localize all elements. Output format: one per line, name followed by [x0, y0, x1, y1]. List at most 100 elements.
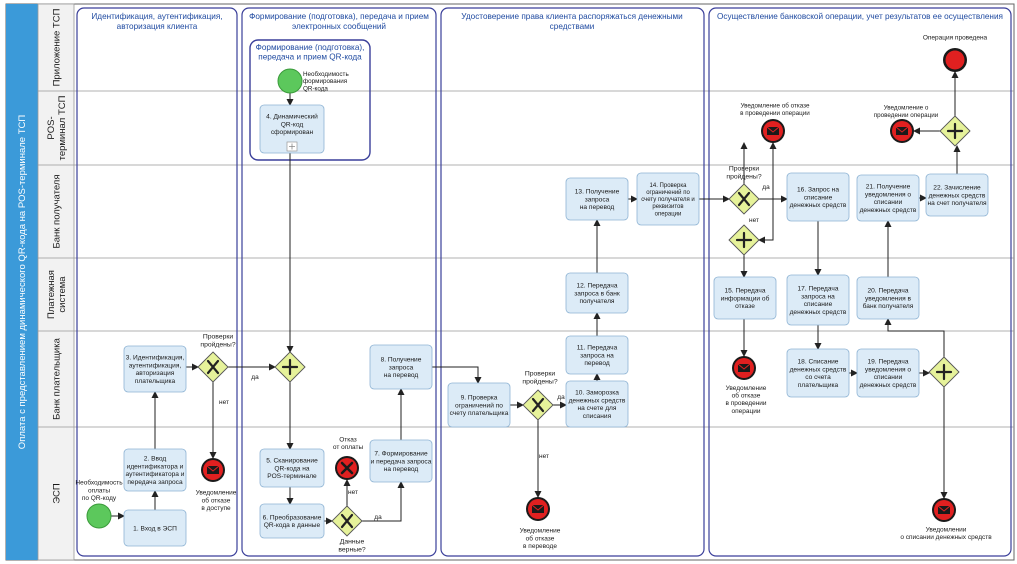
lane-header-column: [37, 3, 75, 561]
lane-label-recv: Банк получателя: [52, 175, 63, 249]
flow-label-yes-4: да: [374, 514, 382, 521]
end-event-done-app: [943, 48, 967, 72]
task-label: 3. Идентификация,аутентификация,авториза…: [126, 355, 185, 385]
start-event-esp: [86, 503, 112, 529]
gateway-exclusive-gx2: [331, 505, 363, 537]
svg-text:ЭСП: ЭСП: [52, 483, 63, 504]
svg-text:Банк плательщика: Банк плательщика: [52, 337, 63, 420]
task-t1: 1. Вход в ЭСП: [123, 509, 187, 547]
gateway-exclusive-gx4: [728, 183, 760, 215]
flow-25: [758, 199, 774, 244]
envelope-icon: [896, 127, 908, 135]
lane-label-esp: ЭСП: [52, 483, 63, 504]
phase-title-1: Идентификация, аутентификация,авторизаци…: [91, 12, 222, 31]
flow-label-yes-6: да: [557, 394, 565, 401]
qr-subprocess-title: Формирование (подготовка),передача и при…: [256, 43, 365, 62]
svg-text:POS-терминал ТСП: POS-терминал ТСП: [46, 95, 68, 160]
task-label: 1. Вход в ЭСП: [133, 525, 177, 532]
flow-label-yes-1: да: [251, 374, 259, 381]
envelope-icon: [207, 466, 219, 474]
pool-header: [6, 4, 38, 560]
phase-frames: [76, 7, 1012, 557]
envelope-icon: [938, 506, 950, 514]
lane-separators: [38, 90, 1014, 428]
flow-15: [432, 366, 482, 384]
gateway-parallel-gp4: [928, 356, 960, 388]
phase-title-4: Осуществление банковской операции, учет …: [717, 12, 1003, 21]
end-event-transfer-denied: [526, 497, 550, 521]
svg-text:Банк получателя: Банк получателя: [52, 175, 63, 249]
envelope-icon: [532, 505, 544, 513]
svg-text:Платежнаясистема: Платежнаясистема: [46, 270, 68, 319]
qr-subprocess-frame: [249, 39, 371, 161]
lane-label-payer: Банк плательщика: [52, 337, 63, 420]
gateway-parallel-gp2: [728, 224, 760, 256]
phase-title-2: Формирование (подготовка), передача и пр…: [249, 12, 429, 31]
gateway-parallel-gp3: [939, 115, 971, 147]
svg-text:Приложение ТСП: Приложение ТСП: [52, 8, 63, 86]
lane-label-app: Приложение ТСП: [52, 8, 63, 86]
end-event-op-done-pos: [890, 119, 914, 143]
end-event-op-denied-pos: [761, 119, 785, 143]
flow-label-no-2: нет: [219, 399, 229, 406]
flow-label-no-3: нет: [348, 489, 358, 496]
task-t3: 3. Идентификация,аутентификация,авториза…: [123, 345, 187, 393]
lane-label-pay: Платежнаясистема: [46, 270, 68, 319]
end-event-op-denied-payer: [732, 356, 756, 380]
pool-title: Оплата с представлением динамического QR…: [17, 115, 28, 450]
gateway-parallel-gp1: [274, 351, 306, 383]
envelope-icon: [738, 364, 750, 372]
flow-35: [884, 318, 945, 357]
envelope-icon: [767, 127, 779, 135]
flow-13: [362, 481, 405, 522]
gateway-exclusive-gx3: [522, 389, 554, 421]
start-event-qr: [277, 68, 303, 94]
end-event-debit-notice: [932, 498, 956, 522]
flow-label-no-8: нет: [749, 217, 759, 224]
flow-label-no-5: нет: [539, 453, 549, 460]
event-label-end-done-app: Операция проведена: [923, 34, 988, 41]
gateway-exclusive-gx1: [197, 351, 229, 383]
end-event-refusal: [335, 456, 359, 480]
